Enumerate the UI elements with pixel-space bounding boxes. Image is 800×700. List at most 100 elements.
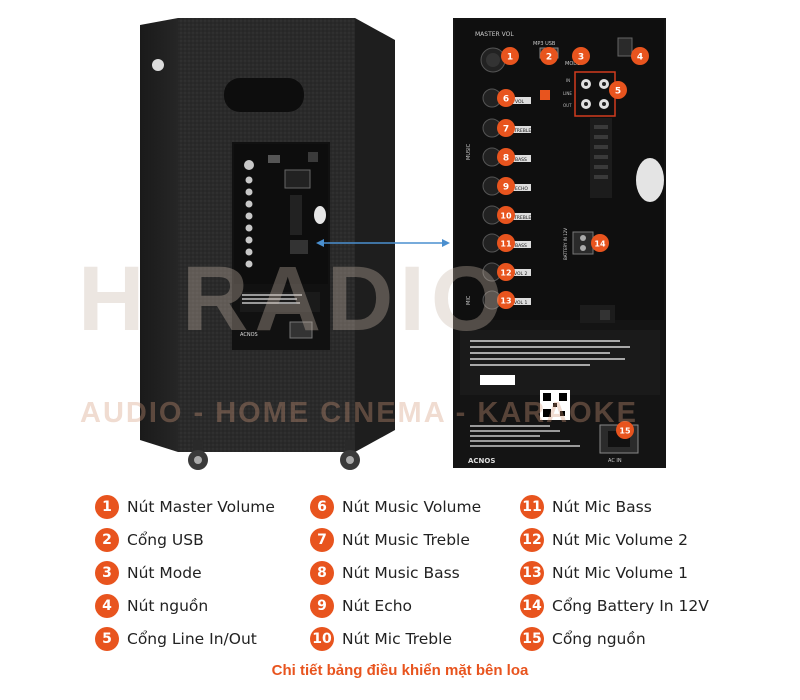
legend-label: Nút Mic Treble <box>342 629 452 648</box>
callouts: 1 2 3 4 5 6 7 8 9 10 11 12 13 14 15 <box>497 47 649 439</box>
svg-text:13: 13 <box>500 297 511 306</box>
screw-cap <box>636 158 664 202</box>
power-switch <box>617 37 633 57</box>
legend-item: 14 Cổng Battery In 12V <box>520 589 760 622</box>
label-out: OUT <box>563 103 572 108</box>
legend-number: 15 <box>520 626 544 651</box>
zoom-arrow <box>316 239 450 247</box>
zoomed-control-panel: MASTER VOL MODE MP3 USB IN LINE OUT MUSI… <box>453 18 666 468</box>
callout-1: 1 <box>501 47 519 65</box>
legend-item: 13 Nút Mic Volume 1 <box>520 556 760 589</box>
knob-label-7: VOL 2 <box>514 271 527 277</box>
small-control-panel: ACNOS <box>232 142 330 350</box>
svg-text:7: 7 <box>503 125 509 135</box>
label-mic: MIC <box>466 295 472 305</box>
legend-label: Nút Mic Volume 2 <box>552 530 688 549</box>
legend-label: Nút Mic Bass <box>552 497 652 516</box>
callout-15: 15 <box>616 421 634 439</box>
legend-number: 8 <box>310 560 334 585</box>
svg-text:8: 8 <box>503 154 509 164</box>
speaker-cabinet: ACNOS <box>140 18 395 470</box>
callout-6: 6 <box>497 89 515 107</box>
callout-5: 5 <box>609 81 627 99</box>
legend-item: 2 Cổng USB <box>95 523 310 556</box>
label-music: MUSIC <box>466 143 472 160</box>
cabinet-bolt <box>152 59 164 71</box>
svg-text:15: 15 <box>619 427 631 436</box>
legend-number: 3 <box>95 560 119 585</box>
legend-item: 12 Nút Mic Volume 2 <box>520 523 760 556</box>
legend-label: Nút Music Treble <box>342 530 470 549</box>
callout-13: 13 <box>497 291 515 309</box>
knob-label-5: TREBLE <box>513 215 531 221</box>
label-mode: MODE <box>565 61 580 67</box>
legend-label: Cổng Battery In 12V <box>552 596 709 615</box>
legend-number: 1 <box>95 494 119 519</box>
callout-12: 12 <box>497 263 515 281</box>
legend-number: 13 <box>520 560 544 585</box>
legend-item: 6 Nút Music Volume <box>310 490 520 523</box>
legend-item: 5 Cổng Line In/Out <box>95 622 310 655</box>
label-in: IN <box>566 78 570 83</box>
svg-text:12: 12 <box>500 269 511 278</box>
legend-number: 9 <box>310 593 334 618</box>
callout-3: 3 <box>572 47 590 65</box>
legend-number: 12 <box>520 527 544 552</box>
legend-label: Nút Music Volume <box>342 497 482 516</box>
wheel-right <box>340 440 360 470</box>
callout-4: 4 <box>631 47 649 65</box>
legend-number: 14 <box>520 593 544 618</box>
legend-item: 15 Cổng nguồn <box>520 622 760 655</box>
callout-7: 7 <box>497 119 515 137</box>
product-photo: ACNOS MASTER VOL MODE MP3 USB <box>140 18 666 470</box>
legend-label: Nút Mode <box>127 563 202 582</box>
caption: Chi tiết bảng điều khiển mặt bên loa <box>271 662 529 679</box>
callout-10: 10 <box>497 206 515 224</box>
wheel-left <box>188 440 208 470</box>
label-usb: MP3 USB <box>533 41 556 47</box>
carry-handle <box>224 78 304 112</box>
legend-label: Nút nguồn <box>127 596 209 615</box>
knob-label-2: TREBLE <box>513 128 531 134</box>
svg-text:4: 4 <box>637 53 643 63</box>
legend-item: 3 Nút Mode <box>95 556 310 589</box>
svg-text:5: 5 <box>615 87 621 97</box>
small-panel-brand: ACNOS <box>240 332 258 338</box>
legend-label: Cổng nguồn <box>552 629 646 648</box>
legend-number: 7 <box>310 527 334 552</box>
legend-label: Nút Mic Volume 1 <box>552 563 688 582</box>
svg-text:1: 1 <box>507 53 513 63</box>
panel-brand: ACNOS <box>468 457 495 465</box>
legend-item: 8 Nút Music Bass <box>310 556 520 589</box>
legend-label: Cổng USB <box>127 530 204 549</box>
legend-item: 4 Nút nguồn <box>95 589 310 622</box>
svg-text:11: 11 <box>500 240 512 249</box>
legend: 1 Nút Master Volume 2 Cổng USB 3 Nút Mode 4… <box>95 490 775 655</box>
knob-label-3: BASS <box>515 157 527 163</box>
legend-number: 5 <box>95 626 119 651</box>
svg-text:3: 3 <box>578 53 584 63</box>
legend-label: Nút Music Bass <box>342 563 460 582</box>
svg-text:6: 6 <box>503 95 509 105</box>
svg-text:2: 2 <box>546 53 552 63</box>
knob-label-1: VOL <box>515 99 525 105</box>
callout-8: 8 <box>497 148 515 166</box>
label-ac-in: AC IN <box>608 458 622 464</box>
legend-item: 1 Nút Master Volume <box>95 490 310 523</box>
svg-text:10: 10 <box>500 212 512 221</box>
legend-label: Cổng Line In/Out <box>127 629 257 648</box>
legend-number: 2 <box>95 527 119 552</box>
legend-number: 6 <box>310 494 334 519</box>
legend-number: 4 <box>95 593 119 618</box>
legend-item: 7 Nút Music Treble <box>310 523 520 556</box>
callout-14: 14 <box>591 234 609 252</box>
svg-text:9: 9 <box>503 183 509 193</box>
callout-9: 9 <box>497 177 515 195</box>
callout-2: 2 <box>540 47 558 65</box>
knob-label-4: ECHO <box>515 186 528 192</box>
legend-label: Nút Master Volume <box>127 497 275 516</box>
label-line: LINE <box>563 91 572 96</box>
